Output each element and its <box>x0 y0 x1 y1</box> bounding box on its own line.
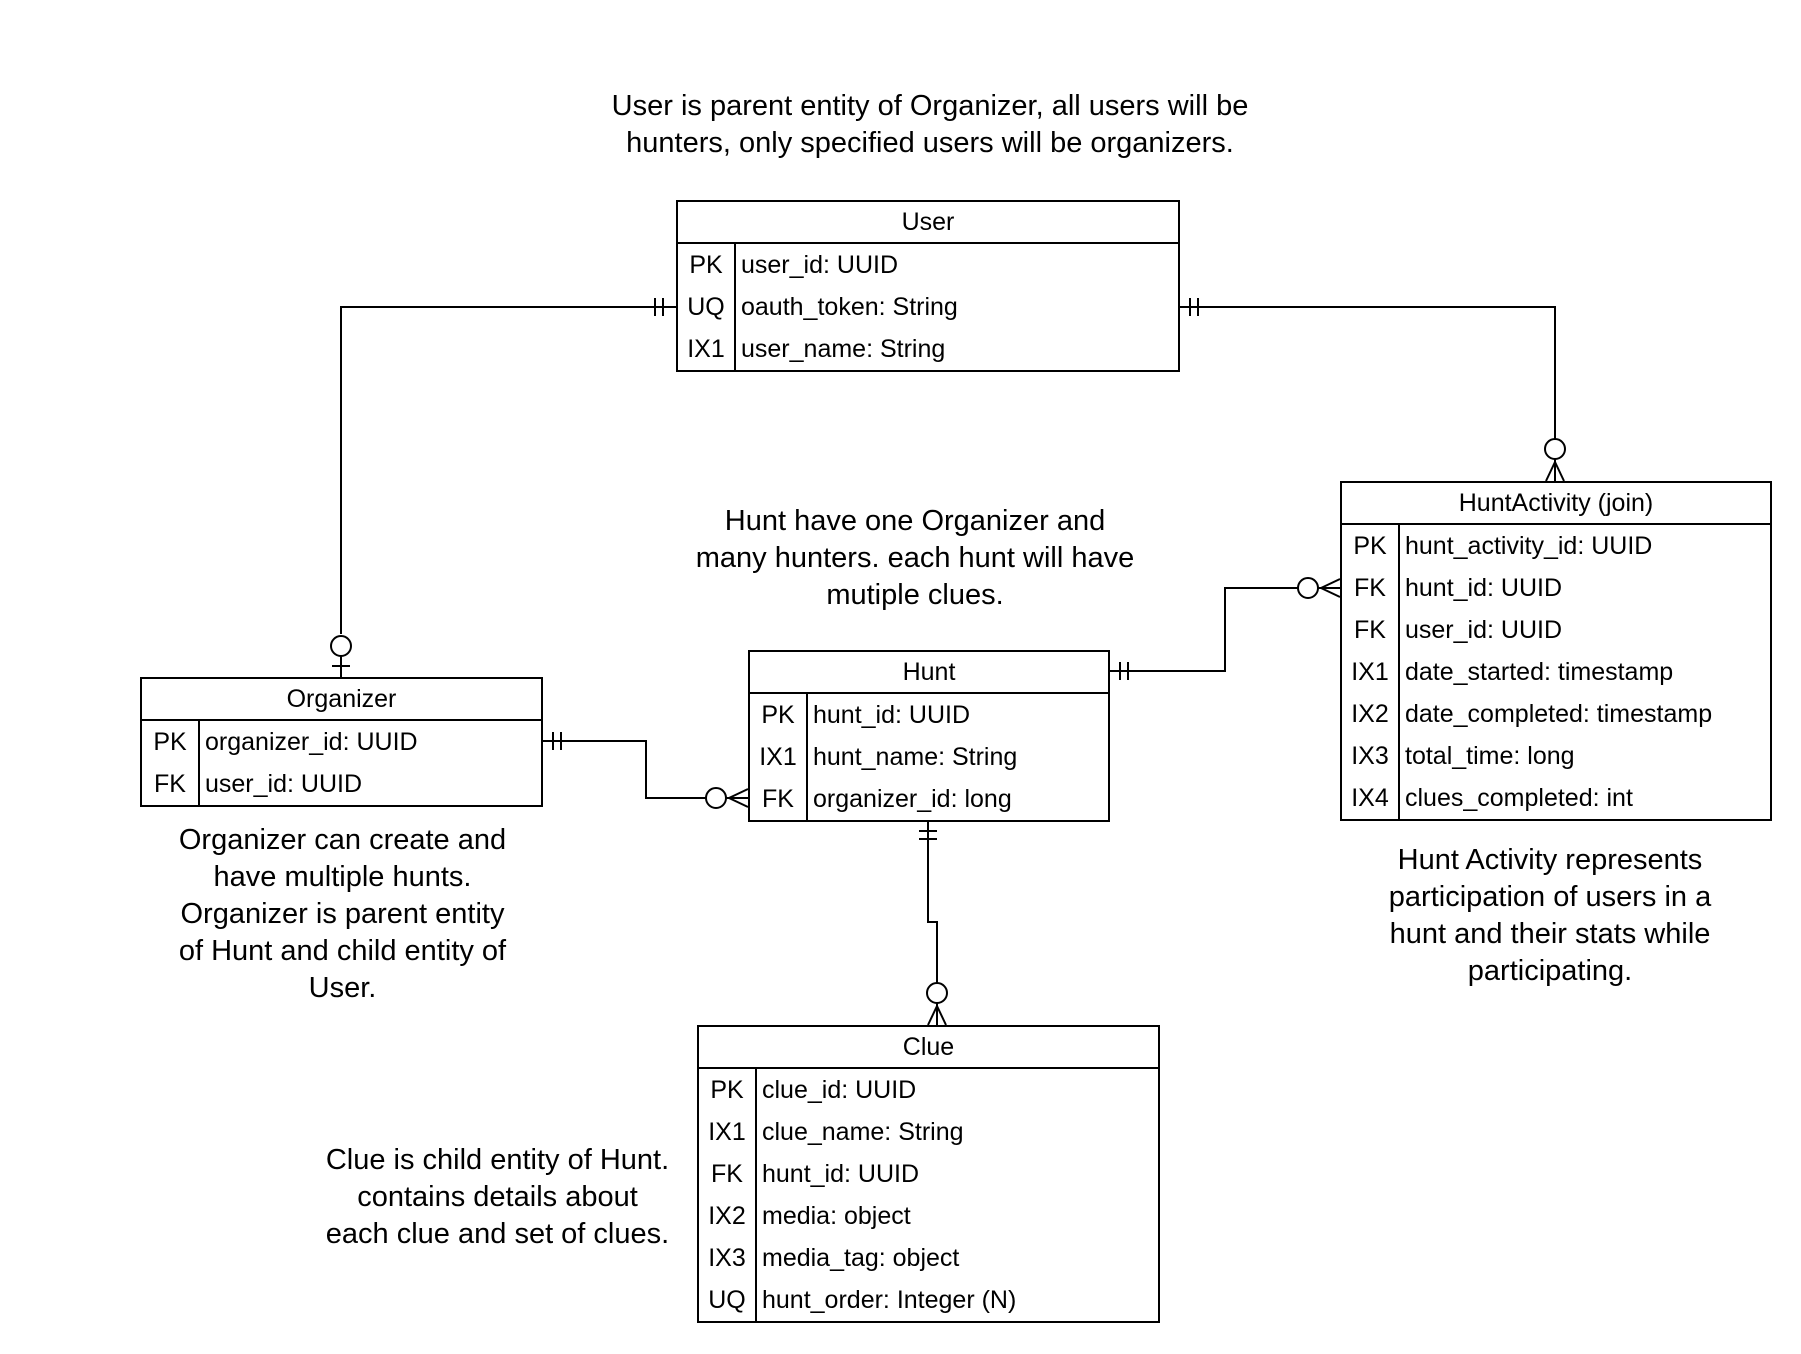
key-label: IX3 <box>1342 735 1400 777</box>
relation-hunt-huntactivity <box>1110 577 1341 680</box>
key-label: UQ <box>678 286 736 328</box>
entity-row: FK hunt_id: UUID <box>699 1153 1158 1195</box>
key-label: IX3 <box>699 1237 757 1279</box>
entity-row: UQ hunt_order: Integer (N) <box>699 1279 1158 1321</box>
key-label: IX1 <box>678 328 736 370</box>
key-label: FK <box>1342 567 1400 609</box>
entity-row: PK user_id: UUID <box>678 244 1178 286</box>
key-label: PK <box>699 1069 757 1111</box>
column-label: clues_completed: int <box>1405 784 1633 812</box>
entity-row: IX1 hunt_name: String <box>750 736 1108 778</box>
column-label: organizer_id: long <box>813 785 1012 813</box>
relation-user-organizer <box>330 298 676 677</box>
entity-row: PK clue_id: UUID <box>699 1069 1158 1111</box>
relation-user-huntactivity <box>1180 298 1566 482</box>
column-label: hunt_activity_id: UUID <box>1405 532 1653 560</box>
key-label: FK <box>142 763 200 805</box>
entity-organizer: Organizer PK organizer_id: UUID FK user_… <box>140 677 543 807</box>
entity-row: IX1 user_name: String <box>678 328 1178 370</box>
note-user: User is parent entity of Organizer, all … <box>611 90 1249 159</box>
column-label: hunt_id: UUID <box>1405 574 1563 602</box>
column-label: media: object <box>762 1202 911 1230</box>
note-organizer: Organizer can create and have multiple h… <box>178 824 507 1004</box>
column-label: organizer_id: UUID <box>205 728 418 756</box>
entity-row: PK hunt_id: UUID <box>750 694 1108 736</box>
entity-row: IX1 clue_name: String <box>699 1111 1158 1153</box>
entity-row: IX1 date_started: timestamp <box>1342 651 1770 693</box>
column-label: hunt_name: String <box>813 743 1018 771</box>
note-clue: Clue is child entity of Hunt. contains d… <box>325 1144 670 1250</box>
entity-title: Clue <box>699 1027 1158 1069</box>
entity-row: IX3 media_tag: object <box>699 1237 1158 1279</box>
key-label: UQ <box>699 1279 757 1321</box>
entity-title: HuntActivity (join) <box>1342 483 1770 525</box>
column-label: oauth_token: String <box>741 293 958 321</box>
column-label: date_completed: timestamp <box>1405 700 1713 728</box>
entity-title: Hunt <box>750 652 1108 694</box>
entity-row: IX2 media: object <box>699 1195 1158 1237</box>
relation-organizer-hunt <box>543 732 749 809</box>
entity-row: PK hunt_activity_id: UUID <box>1342 525 1770 567</box>
entity-row: FK user_id: UUID <box>1342 609 1770 651</box>
key-label: IX1 <box>1342 651 1400 693</box>
key-label: IX1 <box>750 736 808 778</box>
key-label: PK <box>678 244 736 286</box>
key-label: FK <box>1342 609 1400 651</box>
column-label: hunt_id: UUID <box>762 1160 920 1188</box>
key-label: PK <box>142 721 200 763</box>
entity-row: UQ oauth_token: String <box>678 286 1178 328</box>
column-label: user_id: UUID <box>741 251 898 279</box>
entity-row: FK hunt_id: UUID <box>1342 567 1770 609</box>
entity-hunt: Hunt PK hunt_id: UUID IX1 hunt_name: Str… <box>748 650 1110 822</box>
entity-row: IX3 total_time: long <box>1342 735 1770 777</box>
column-label: date_started: timestamp <box>1405 658 1674 686</box>
entity-row: FK organizer_id: long <box>750 778 1108 820</box>
column-label: clue_name: String <box>762 1118 964 1146</box>
key-label: PK <box>750 694 808 736</box>
entity-row: IX4 clues_completed: int <box>1342 777 1770 819</box>
column-label: user_id: UUID <box>205 770 362 798</box>
relation-hunt-clue <box>919 819 948 1026</box>
entity-row: PK organizer_id: UUID <box>142 721 541 763</box>
entity-hunt-activity: HuntActivity (join) PK hunt_activity_id:… <box>1340 481 1772 821</box>
entity-row: FK user_id: UUID <box>142 763 541 805</box>
entity-user: User PK user_id: UUID UQ oauth_token: St… <box>676 200 1180 372</box>
key-label: IX2 <box>699 1195 757 1237</box>
column-label: hunt_order: Integer (N) <box>762 1286 1017 1314</box>
column-label: hunt_id: UUID <box>813 701 971 729</box>
column-label: clue_id: UUID <box>762 1076 917 1104</box>
key-label: IX4 <box>1342 777 1400 819</box>
key-label: FK <box>699 1153 757 1195</box>
entity-clue: Clue PK clue_id: UUID IX1 clue_name: Str… <box>697 1025 1160 1323</box>
key-label: PK <box>1342 525 1400 567</box>
entity-row: IX2 date_completed: timestamp <box>1342 693 1770 735</box>
key-label: IX2 <box>1342 693 1400 735</box>
column-label: total_time: long <box>1405 742 1575 770</box>
column-label: user_name: String <box>741 335 946 363</box>
entity-title: User <box>678 202 1178 244</box>
key-label: FK <box>750 778 808 820</box>
note-hunt-activity: Hunt Activity represents participation o… <box>1388 844 1712 987</box>
column-label: user_id: UUID <box>1405 616 1562 644</box>
entity-title: Organizer <box>142 679 541 721</box>
key-label: IX1 <box>699 1111 757 1153</box>
column-label: media_tag: object <box>762 1244 960 1272</box>
note-hunt: Hunt have one Organizer and many hunters… <box>695 505 1135 611</box>
